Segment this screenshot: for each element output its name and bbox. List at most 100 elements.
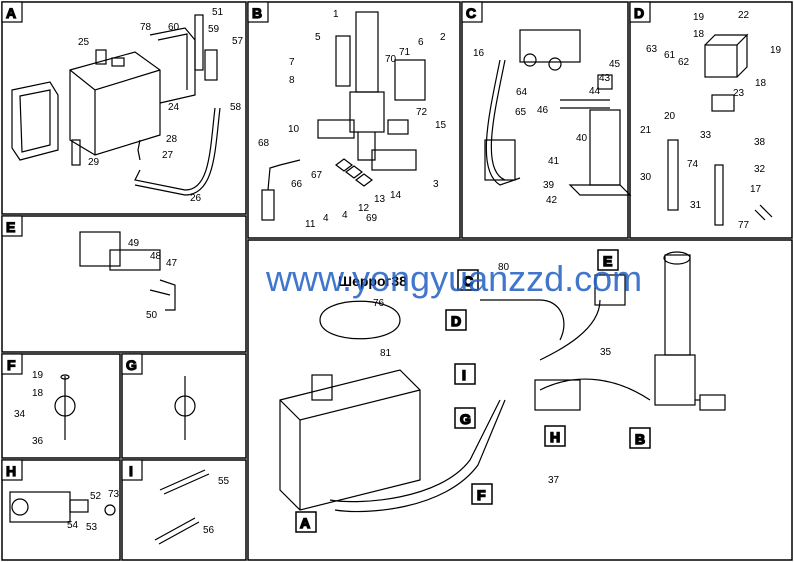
callout-G: G	[454, 407, 476, 429]
part-number-b: 66	[291, 179, 303, 190]
part-number-b: 2	[440, 32, 446, 43]
part-number-a: 57	[232, 36, 244, 47]
part-number-main: 76	[373, 298, 385, 309]
panel-C-valve	[484, 29, 632, 196]
part-number-d: 38	[754, 137, 766, 148]
part-number-d: 20	[664, 111, 676, 122]
callout-F: F	[471, 483, 493, 505]
panel-label-I: I	[121, 459, 143, 481]
watermark: www.yongyuanzzd.com	[266, 258, 643, 299]
part-number-b: 3	[433, 179, 439, 190]
part-number-main: 37	[548, 475, 560, 486]
panel-E-valve	[79, 231, 176, 311]
part-number-a: 78	[140, 22, 152, 33]
part-number-h: 52	[90, 491, 102, 502]
part-number-d: 23	[733, 88, 745, 99]
part-number-a: 25	[78, 37, 90, 48]
part-number-f: 36	[32, 436, 44, 447]
part-number-b: 72	[416, 107, 428, 118]
part-number-c: 45	[609, 59, 621, 70]
svg-text:C: C	[463, 273, 473, 289]
part-number-a: 51	[212, 7, 224, 18]
part-number-i: 56	[203, 525, 215, 536]
svg-text:G: G	[126, 357, 137, 373]
part-number-d: 22	[738, 10, 750, 21]
part-number-b: 6	[418, 37, 424, 48]
part-number-b: 10	[288, 124, 300, 135]
panel-F-clamp	[54, 374, 76, 440]
panel-D-parts	[667, 33, 773, 226]
part-number-h: 54	[67, 520, 79, 531]
part-number-a: 60	[168, 22, 180, 33]
part-number-b: 11	[305, 219, 316, 230]
part-number-d: 74	[687, 159, 699, 170]
part-number-d: 19	[693, 12, 705, 23]
panel-G-clamp	[174, 376, 196, 440]
part-number-d: 62	[678, 57, 690, 68]
part-number-d: 61	[664, 50, 676, 61]
callout-C: C	[457, 269, 479, 291]
part-number-a: 58	[230, 102, 242, 113]
part-number-d: 21	[640, 125, 652, 136]
part-number-d: 18	[755, 78, 767, 89]
svg-text:A: A	[6, 5, 16, 21]
part-number-b: 68	[258, 138, 270, 149]
part-number-a: 26	[190, 193, 202, 204]
part-number-a: 27	[162, 150, 174, 161]
panel-label-H: H	[1, 459, 23, 481]
part-number-b: 4	[342, 210, 348, 221]
part-number-h: 73	[108, 489, 120, 500]
svg-text:C: C	[466, 5, 476, 21]
panel-H-pump	[9, 491, 116, 523]
panel-label-C: C	[461, 1, 483, 23]
part-number-a: 29	[88, 157, 100, 168]
part-number-c: 39	[543, 180, 555, 191]
part-number-c: 41	[548, 156, 560, 167]
part-number-h: 53	[86, 522, 98, 533]
part-number-c: 44	[589, 86, 601, 97]
part-number-e: 47	[166, 258, 178, 269]
part-number-d: 30	[640, 172, 652, 183]
part-number-c: 40	[576, 133, 588, 144]
part-number-b: 67	[311, 170, 323, 181]
panel-label-D: D	[629, 1, 651, 23]
part-number-d: 18	[693, 29, 705, 40]
part-number-d: 31	[690, 200, 702, 211]
part-number-b: 13	[374, 194, 386, 205]
callout-A: A	[295, 511, 317, 533]
callout-E: E	[597, 249, 619, 271]
part-number-b: 7	[289, 57, 295, 68]
panel-A-tank	[11, 14, 221, 196]
svg-text:I: I	[129, 463, 133, 479]
part-number-d: 77	[738, 220, 750, 231]
part-number-d: 32	[754, 164, 766, 175]
part-number-e: 48	[150, 251, 162, 262]
part-number-b: 71	[399, 47, 411, 58]
part-number-d: 19	[770, 45, 782, 56]
svg-text:A: A	[300, 515, 310, 531]
svg-text:F: F	[477, 487, 486, 503]
part-number-c: 65	[515, 107, 527, 118]
overlay-label: Шеррог38	[336, 273, 409, 289]
part-number-f: 19	[32, 370, 44, 381]
callout-B: B	[629, 427, 651, 449]
part-number-c: 64	[516, 87, 528, 98]
part-number-d: 17	[750, 184, 762, 195]
part-number-b: 14	[390, 190, 402, 201]
panel-label-A: A	[1, 1, 23, 23]
part-number-a: 24	[168, 102, 180, 113]
part-number-c: 43	[599, 73, 611, 84]
svg-text:D: D	[634, 5, 644, 21]
part-number-i: 55	[218, 476, 230, 487]
part-number-main: 80	[498, 262, 510, 273]
panel-label-E: E	[1, 215, 23, 237]
callout-I: I	[454, 363, 476, 385]
part-number-d: 63	[646, 44, 658, 55]
part-number-d: 33	[700, 130, 712, 141]
callout-H: H	[544, 425, 566, 447]
main-callouts: E C D I G H B F A	[295, 249, 651, 533]
part-number-a: 59	[208, 24, 220, 35]
part-number-c: 16	[473, 48, 485, 59]
part-number-b: 1	[333, 9, 339, 20]
